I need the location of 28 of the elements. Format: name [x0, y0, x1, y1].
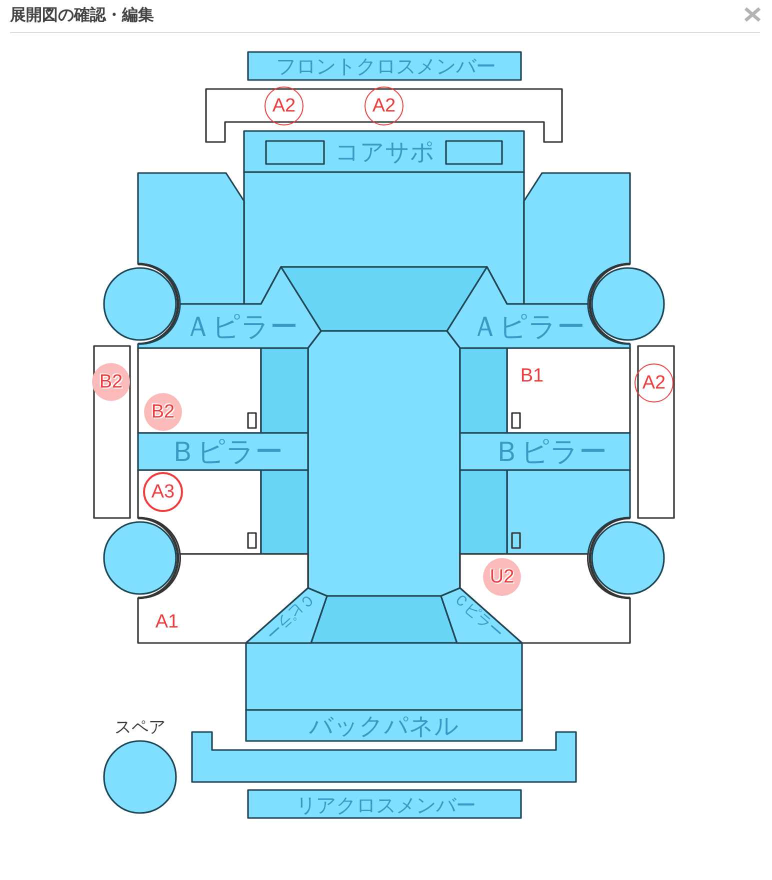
cross-member-panel — [247, 51, 522, 81]
damage-code: A1 — [155, 612, 179, 632]
damage-code: A2 — [642, 374, 666, 392]
damage-code: A2 — [372, 96, 396, 116]
panel-label: コアサポ — [335, 140, 435, 164]
wheel-caption: スペア — [114, 720, 166, 736]
circled-mark — [634, 363, 674, 403]
damage-code: A2 — [272, 96, 296, 116]
panel-label: Ｃピラー — [262, 590, 318, 642]
damage-code: B1 — [520, 366, 544, 386]
panel-label: Ａピラー — [471, 313, 585, 341]
dialog-title: 展開図の確認・編集 — [10, 4, 154, 26]
damage-code: B2 — [99, 372, 123, 392]
panel-label: Ａピラー — [184, 313, 298, 341]
highlighted-mark — [91, 362, 131, 402]
circled-mark — [264, 86, 304, 126]
panel-label: フロントクロスメンバー — [276, 56, 496, 76]
damage-code: B2 — [151, 402, 175, 422]
panel-label: Ｂピラー — [493, 438, 607, 466]
panel-label: Ｂピラー — [169, 438, 283, 466]
damage-code: A3 — [151, 482, 175, 502]
panel-label: バックパネル — [309, 714, 459, 738]
damage-code: U2 — [490, 568, 514, 586]
panel-label: Ｃピラー — [450, 590, 506, 642]
circled-mark — [364, 86, 404, 126]
cross-member-panel — [247, 789, 522, 819]
core-support-panel — [243, 130, 525, 173]
panel-label: リアクロスメンバー — [296, 795, 476, 815]
